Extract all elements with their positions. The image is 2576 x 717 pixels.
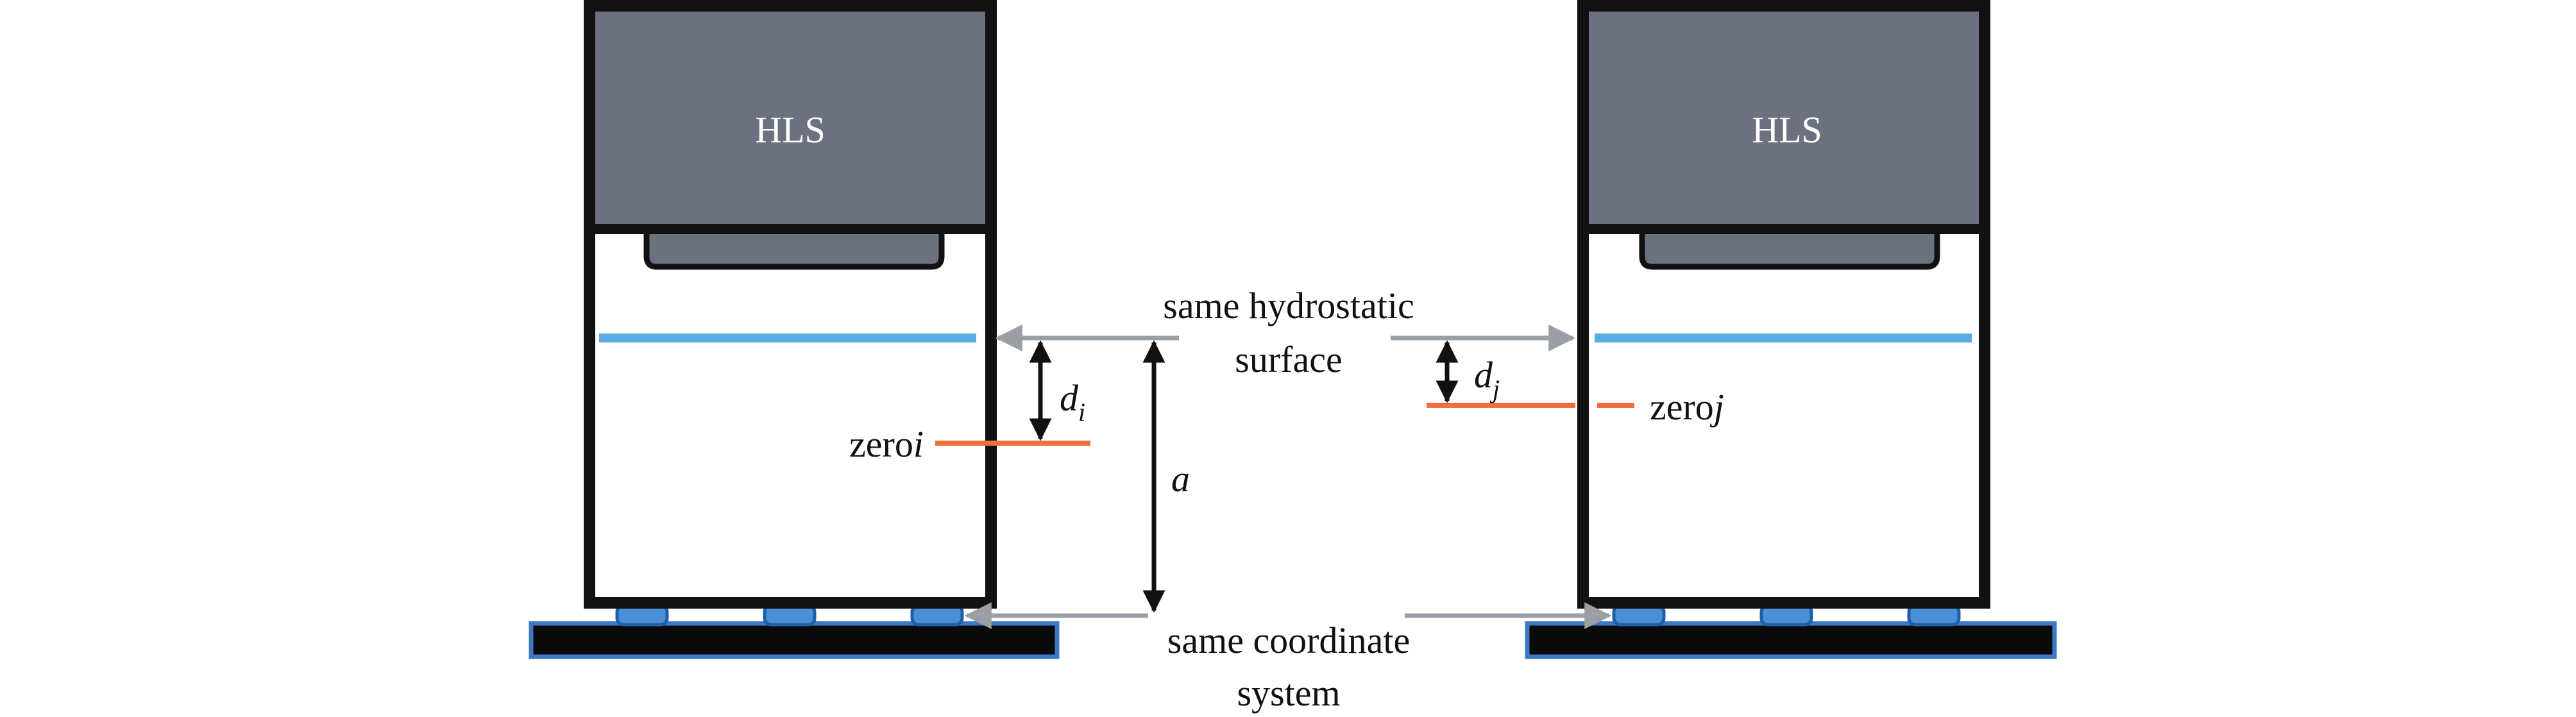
center-annotations: same hydrostatic surface a same coordina… (964, 285, 1612, 714)
left-hls-block (595, 12, 985, 228)
right-float-sensor (1639, 234, 1940, 270)
left-sensor: HLS zeroi di (529, 0, 1090, 659)
right-zero-label: zeroj (1650, 386, 1724, 428)
right-hls-label: HLS (1752, 109, 1822, 151)
left-distance-label: di (1060, 377, 1085, 426)
right-distance-label: dj (1474, 354, 1500, 403)
left-distance-symbol: d (1060, 377, 1079, 419)
right-distance-symbol: d (1474, 354, 1493, 396)
right-zero-word: zero (1650, 386, 1714, 428)
right-hls-block (1589, 12, 1979, 228)
right-sensor: HLS zeroj dj (1427, 0, 2057, 659)
left-hls-label: HLS (755, 109, 826, 151)
left-distance-subscript: i (1078, 398, 1085, 426)
left-zero-index: i (913, 423, 924, 465)
left-base-plate (529, 621, 1060, 659)
hydrostatic-label-line2: surface (1235, 339, 1342, 380)
right-distance-subscript: j (1489, 375, 1500, 403)
left-zero-label: zeroi (849, 423, 924, 465)
left-float-sensor (643, 234, 945, 270)
coordinate-label-line1: same coordinate (1167, 620, 1410, 661)
left-zero-word: zero (849, 423, 913, 465)
height-label: a (1171, 458, 1190, 500)
hydrostatic-label-line1: same hydrostatic (1163, 285, 1414, 326)
coordinate-label-line2: system (1237, 672, 1340, 714)
right-base-plate (1525, 621, 2057, 659)
